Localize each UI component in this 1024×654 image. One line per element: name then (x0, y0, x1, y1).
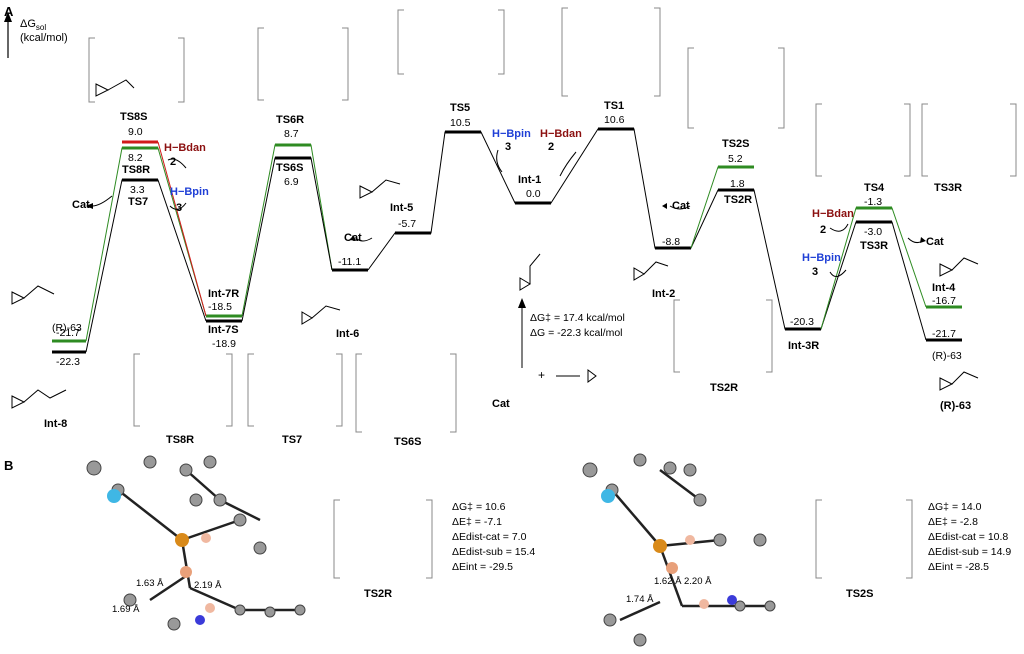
state-label: Int-2 (652, 288, 676, 300)
reagent-number: 2 (820, 224, 827, 236)
state-value: -16.7 (932, 295, 956, 307)
distance-label: 2.20 Å (684, 576, 712, 587)
state-label: TS5 (450, 102, 471, 114)
state-value: -18.5 (208, 301, 232, 313)
energy-line: ΔEint = -29.5 (452, 561, 514, 573)
state-label: TS2S (722, 138, 750, 150)
energy-line: ΔEdist-sub = 14.9 (928, 546, 1012, 558)
cat-label: Cat (926, 236, 944, 248)
state-value: 6.9 (284, 176, 299, 188)
ts2r-title: TS2R (364, 588, 393, 600)
energy-line: ΔEdist-cat = 7.0 (452, 531, 527, 543)
state-label: Int-4 (932, 282, 956, 294)
reagent-number: 2 (548, 141, 555, 153)
state-value: 9.0 (128, 126, 143, 138)
state-label: Int-5 (390, 202, 414, 214)
state-label: TS3R (860, 240, 889, 252)
reagent-number: 3 (176, 202, 183, 214)
hbdan-label: H−Bdan (812, 208, 854, 220)
state-label: TS7 (128, 196, 149, 208)
cat-label: Cat (72, 199, 90, 211)
state-value: -22.3 (56, 356, 80, 368)
structure-title: TS2R (710, 382, 739, 394)
state-value: -3.0 (864, 226, 883, 238)
state-label: Int-8 (44, 418, 68, 430)
energy-line: ΔE‡ = -7.1 (452, 516, 502, 528)
state-value: -8.8 (662, 236, 681, 248)
hbdan-label: H−Bdan (164, 142, 206, 154)
state-value: 10.6 (604, 114, 625, 126)
distance-label: 1.69 Å (112, 604, 140, 615)
state-label: TS6R (276, 114, 305, 126)
state-value: -1.3 (864, 196, 883, 208)
molecule-ts2r (86, 455, 306, 631)
hbdan-label: H−Bdan (540, 128, 582, 140)
structure-title: Cat (492, 398, 510, 410)
state-label: TS8R (122, 164, 151, 176)
structure-title: TS6S (394, 436, 422, 448)
ts2s-title: TS2S (846, 588, 874, 600)
energy-line: ΔE‡ = -2.8 (928, 516, 978, 528)
hbpin-label: H−Bpin (170, 186, 209, 198)
ts2s-energy-list: ΔG‡ = 14.0 ΔE‡ = -2.8 ΔEdist-cat = 10.8 … (928, 500, 1011, 575)
state-value: -5.7 (398, 218, 417, 230)
state-value: 8.2 (128, 152, 143, 164)
state-value: -20.3 (790, 316, 814, 328)
state-value: 3.3 (130, 184, 145, 196)
energy-line: ΔEdist-cat = 10.8 (928, 531, 1009, 543)
energy-line: ΔG‡ = 14.0 (928, 501, 982, 513)
energy-line: ΔEint = -28.5 (928, 561, 990, 573)
panel-b-label: B (4, 458, 14, 473)
cat-label: Cat (672, 200, 690, 212)
molecule-ts2s (582, 453, 776, 647)
distance-label: 1.62 Å (654, 576, 682, 587)
structure-title: TS3R (934, 182, 963, 194)
structure-title: TS8R (166, 434, 195, 446)
state-label: TS8S (120, 111, 148, 123)
distance-label: 2.19 Å (194, 580, 222, 591)
state-label: TS4 (864, 182, 885, 194)
energy-line: ΔG‡ = 10.6 (452, 501, 506, 513)
activation-energy: ΔG‡ = 17.4 kcal/mol (530, 312, 625, 324)
state-value: -21.7 (932, 328, 956, 340)
reagent-number: 3 (812, 266, 819, 278)
cat-label: Cat (344, 232, 362, 244)
reagent-number: 3 (505, 141, 512, 153)
distance-label: 1.74 Å (626, 594, 654, 605)
hbpin-label: H−Bpin (492, 128, 531, 140)
state-label: TS2R (724, 194, 753, 206)
state-value: 10.5 (450, 117, 471, 129)
ts2r-energy-list: ΔG‡ = 10.6 ΔE‡ = -7.1 ΔEdist-cat = 7.0 Δ… (452, 500, 535, 575)
energy-line: ΔEdist-sub = 15.4 (452, 546, 536, 558)
distance-label: 1.63 Å (136, 578, 164, 589)
state-label: (R)-63 (932, 350, 962, 362)
state-label: (R)-63 (52, 322, 82, 334)
state-label: Int-7R (208, 288, 240, 300)
structure-title: TS7 (282, 434, 303, 446)
axis-unit: (kcal/mol) (20, 32, 68, 44)
state-value: 8.7 (284, 128, 299, 140)
state-value: -18.9 (212, 338, 236, 350)
reaction-energy: ΔG = -22.3 kcal/mol (530, 327, 623, 339)
state-label: TS6S (276, 162, 304, 174)
state-value: 5.2 (728, 153, 743, 165)
structure-title: (R)-63 (940, 400, 972, 412)
axis-label: ΔGsol (20, 18, 47, 33)
state-value: -11.1 (338, 256, 362, 268)
panel-a-label: A (4, 4, 14, 19)
state-label: TS1 (604, 100, 625, 112)
state-label: Int-1 (518, 174, 542, 186)
plus-sign: + (538, 368, 546, 382)
state-value: 1.8 (730, 178, 745, 190)
state-label: Int-7S (208, 324, 239, 336)
hbpin-label: H−Bpin (802, 252, 841, 264)
state-value: 0.0 (526, 188, 541, 200)
state-value: -21.7 (56, 327, 80, 339)
state-label: Int-6 (336, 328, 360, 340)
state-label: Int-3R (788, 340, 820, 352)
reagent-number: 2 (170, 156, 177, 168)
